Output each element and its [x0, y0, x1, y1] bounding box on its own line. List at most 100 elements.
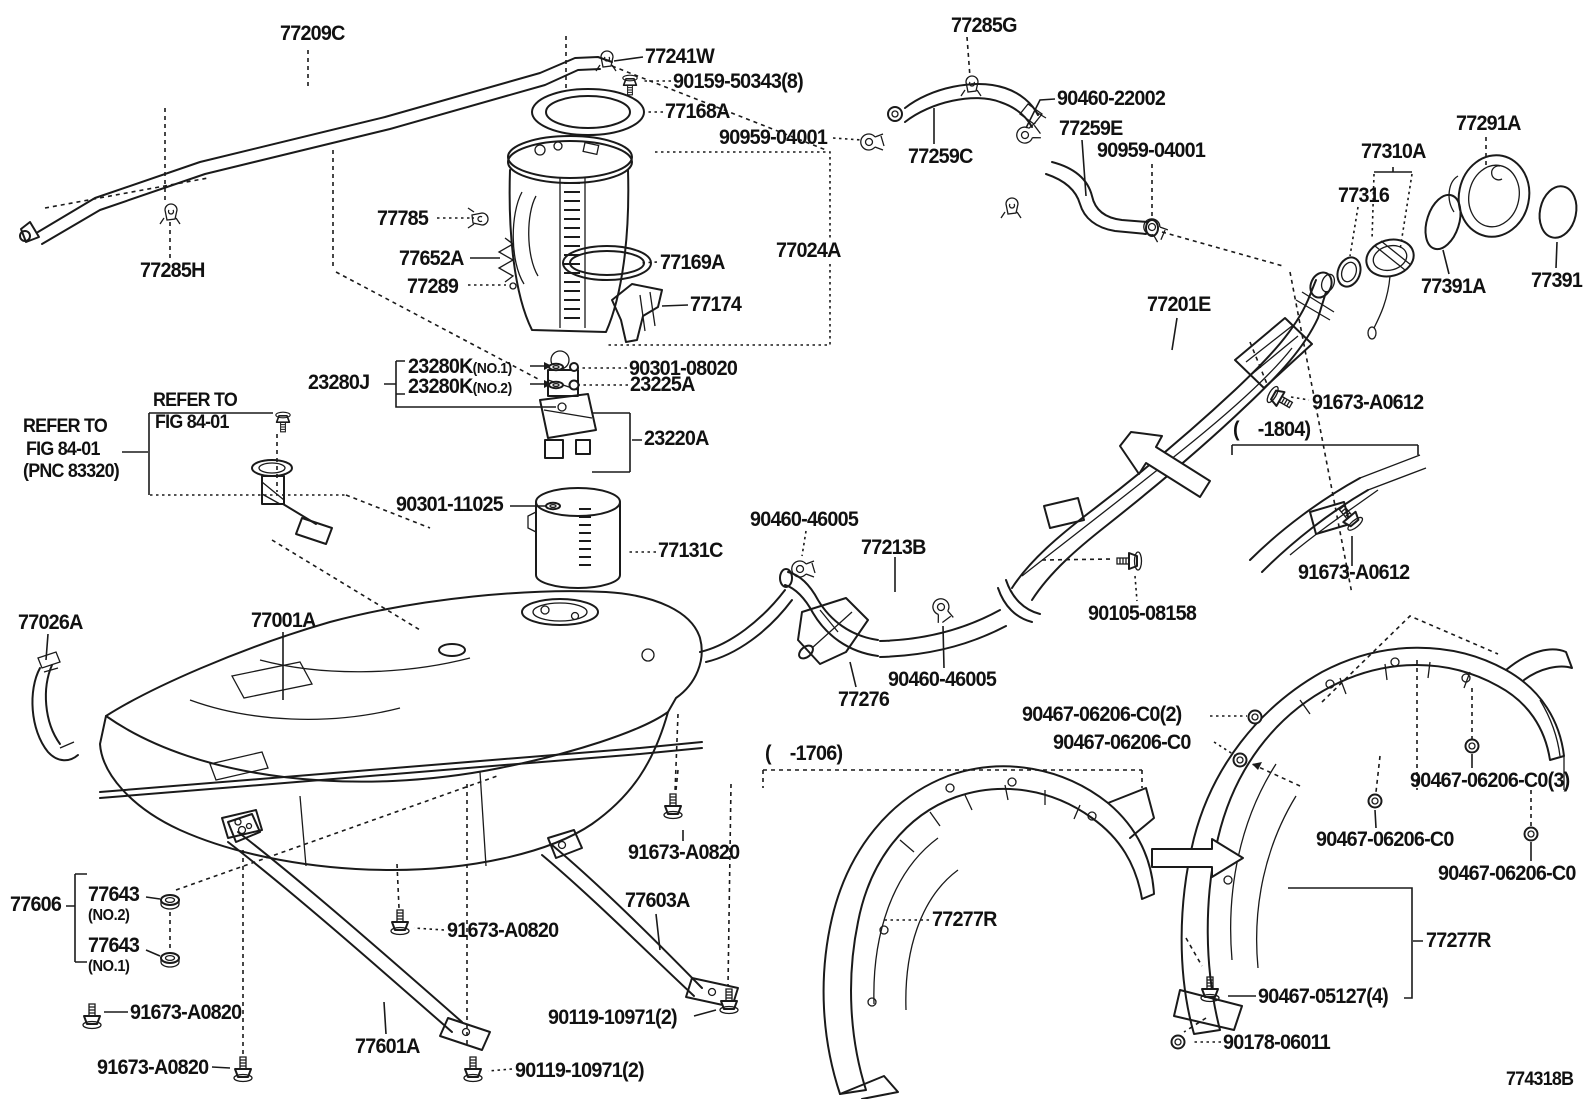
- fuel-hose-drawings: [779, 83, 1159, 665]
- part-label-90467-06206-c0-q3[interactable]: 90467-06206-C0(3): [1410, 770, 1570, 791]
- part-label-77277r-right[interactable]: 77277R: [1426, 930, 1491, 951]
- part-label-77643-no1[interactable]: 77643(NO.1): [88, 934, 140, 975]
- part-number-text: 77289: [407, 275, 459, 298]
- part-number-text: 90467-06206-C0: [1053, 731, 1191, 754]
- part-label-90959-04001-a[interactable]: 90959-04001: [719, 127, 828, 148]
- part-label-77391[interactable]: 77391: [1531, 270, 1583, 291]
- part-label-diagram-code: 774318B: [1506, 1069, 1574, 1090]
- part-number-text: 77201E: [1147, 293, 1211, 316]
- part-label-90467-06206-c0-c[interactable]: 90467-06206-C0: [1438, 863, 1576, 884]
- part-label-77276[interactable]: 77276: [838, 689, 890, 710]
- part-label-90460-46005-b[interactable]: 90460-46005: [888, 669, 997, 690]
- part-label-77168a[interactable]: 77168A: [665, 101, 730, 122]
- part-number-text: 90105-08158: [1088, 602, 1197, 625]
- part-label-77316[interactable]: 77316: [1338, 185, 1390, 206]
- part-number-text: 90467-05127(4): [1258, 985, 1389, 1008]
- part-label-77209c[interactable]: 77209C: [280, 23, 345, 44]
- part-number-text: 77277R: [932, 908, 997, 931]
- part-label-23280k-no1[interactable]: 23280K(NO.1): [408, 356, 512, 377]
- part-number-text: FIG 84-01: [155, 412, 229, 433]
- part-label-91673-a0820-b[interactable]: 91673-A0820: [447, 920, 559, 941]
- tank-band-drawings: [169, 713, 739, 1058]
- part-label-77026a[interactable]: 77026A: [18, 612, 83, 633]
- part-label-90467-05127[interactable]: 90467-05127(4): [1258, 985, 1389, 1008]
- part-label-77606[interactable]: 77606: [10, 893, 62, 916]
- part-number-text: 77606: [10, 893, 62, 916]
- part-number-text: 77652A: [399, 247, 464, 270]
- part-number-text: 77601A: [355, 1035, 420, 1058]
- part-label-77643-no2[interactable]: 77643(NO.2): [88, 884, 140, 924]
- part-label-91673-a0820-a[interactable]: 91673-A0820: [628, 842, 740, 863]
- part-label-77285g[interactable]: 77285G: [951, 15, 1017, 36]
- gasket-icon: [569, 362, 579, 372]
- part-label-90467-06206-c0-b[interactable]: 90467-06206-C0: [1316, 829, 1454, 850]
- part-number-text: 91673-A0820: [97, 1056, 209, 1079]
- part-number-text: 77277R: [1426, 929, 1491, 952]
- part-number-text: 91673-A0820: [130, 1001, 242, 1024]
- leader-lines: [45, 36, 1558, 1072]
- part-number-text: 90467-06206-C0: [1438, 862, 1576, 885]
- part-number-suffix: (NO.1): [472, 361, 513, 377]
- part-label-77652a[interactable]: 77652A: [399, 248, 464, 269]
- part-label-90301-08020[interactable]: 90301-08020: [629, 357, 738, 380]
- part-label-77291a[interactable]: 77291A: [1456, 113, 1521, 134]
- part-label-90460-46005-a[interactable]: 90460-46005: [750, 508, 859, 531]
- part-label-77201e[interactable]: 77201E: [1147, 294, 1211, 315]
- part-label-90178-06011[interactable]: 90178-06011: [1223, 1031, 1331, 1054]
- part-label-90159-50343[interactable]: 90159-50343(8): [673, 70, 804, 93]
- part-number-text: 90301-08020: [629, 357, 738, 380]
- part-number-suffix: (NO.2): [88, 907, 130, 924]
- part-label-23220a[interactable]: 23220A: [644, 428, 709, 449]
- part-label-77785[interactable]: 77785: [377, 208, 429, 229]
- part-number-text: 77285H: [140, 259, 205, 282]
- part-number-text: 90460-46005: [750, 508, 859, 531]
- part-label-77289[interactable]: 77289: [407, 275, 459, 298]
- part-number-text: 77259C: [908, 145, 973, 168]
- part-number-text: (PNC 83320): [23, 461, 120, 482]
- part-label-90119-10971-b[interactable]: 90119-10971(2): [515, 1060, 645, 1081]
- part-number-text: 77024A: [776, 239, 841, 262]
- fender-liner-left-drawing: [822, 765, 1155, 1099]
- part-label-77213b[interactable]: 77213B: [861, 537, 926, 558]
- part-label-91673-a0612-b[interactable]: 91673-A0612: [1298, 562, 1410, 583]
- part-label-77285h[interactable]: 77285H: [140, 260, 205, 281]
- part-number-text: 77026A: [18, 611, 83, 634]
- part-label-77024a[interactable]: 77024A: [776, 240, 841, 261]
- part-label-77603a[interactable]: 77603A: [625, 890, 690, 911]
- part-label-23280j[interactable]: 23280J: [308, 372, 370, 393]
- part-label-90959-04001-b[interactable]: 90959-04001: [1097, 140, 1206, 161]
- part-number-text: 90159-50343(8): [673, 70, 804, 93]
- fastener-icons: [82, 50, 1539, 1083]
- part-number-text: 77603A: [625, 889, 690, 912]
- part-number-text: 90119-10971(2): [548, 1006, 678, 1029]
- part-label-77174[interactable]: 77174: [690, 294, 742, 315]
- part-label-91673-a0820-c[interactable]: 91673-A0820: [130, 1001, 242, 1024]
- part-label-91673-a0820-d[interactable]: 91673-A0820: [97, 1056, 209, 1079]
- part-label-77241w[interactable]: 77241W: [645, 46, 715, 67]
- part-label-90467-06206-c0-q2[interactable]: 90467-06206-C0(2): [1022, 704, 1182, 725]
- part-label-77259c[interactable]: 77259C: [908, 146, 973, 167]
- part-label-90301-11025[interactable]: 90301-11025: [396, 494, 504, 515]
- part-label-77391a[interactable]: 77391A: [1421, 276, 1486, 297]
- part-label-90467-06206-c0-a[interactable]: 90467-06206-C0: [1053, 732, 1191, 753]
- part-number-text: FIG 84-01: [26, 439, 100, 460]
- part-number-text: 774318B: [1506, 1069, 1574, 1090]
- part-label-77001a[interactable]: 77001A: [251, 610, 316, 631]
- part-label-77601a[interactable]: 77601A: [355, 1036, 420, 1057]
- part-label-23225a[interactable]: 23225A: [630, 374, 695, 395]
- part-label-77277r-left[interactable]: 77277R: [932, 909, 997, 930]
- part-label-77310a[interactable]: 77310A: [1361, 141, 1426, 162]
- part-label-90105-08158[interactable]: 90105-08158: [1088, 602, 1197, 625]
- arrow-up-left-icon: [1119, 431, 1211, 498]
- part-label-77259e[interactable]: 77259E: [1059, 118, 1123, 139]
- fuel-pump-module-drawing: [497, 88, 663, 589]
- part-number-text: 90178-06011: [1223, 1031, 1331, 1054]
- part-number-text: 77643: [88, 934, 140, 957]
- part-label-90119-10971-a[interactable]: 90119-10971(2): [548, 1006, 678, 1029]
- part-label-91673-a0612-a[interactable]: 91673-A0612: [1312, 392, 1424, 413]
- part-label-23280k-no2[interactable]: 23280K(NO.2): [408, 376, 512, 397]
- part-label-77131c[interactable]: 77131C: [658, 540, 723, 561]
- part-label-90460-22002[interactable]: 90460-22002: [1057, 88, 1166, 109]
- part-label-77169a[interactable]: 77169A: [660, 252, 725, 273]
